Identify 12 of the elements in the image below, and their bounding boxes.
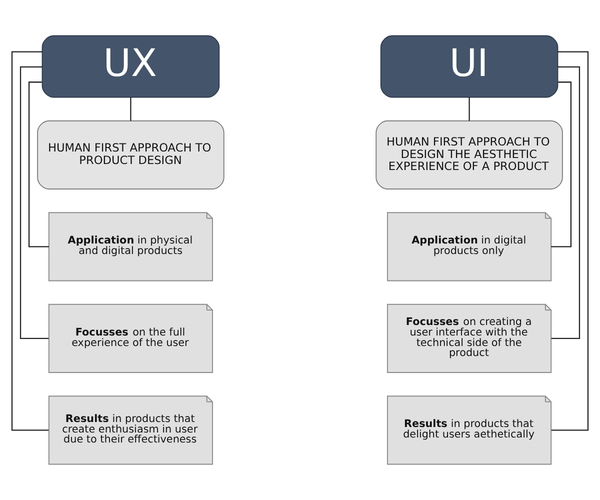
connector [20,66,49,339]
node-box: UX [42,35,220,98]
connector [11,51,49,431]
connector [551,82,572,248]
connector [551,66,580,339]
connector [28,82,49,248]
node-box: HUMAN FIRST APPROACH TO PRODUCT DESIGN [37,120,224,190]
node-box: HUMAN FIRST APPROACH TO DESIGN THE AESTHETIC EXPERIENCE OF A PRODUCT [376,120,563,190]
connector [468,97,470,121]
connector [130,97,132,121]
connector [551,51,589,431]
node-box: UI [380,35,558,98]
